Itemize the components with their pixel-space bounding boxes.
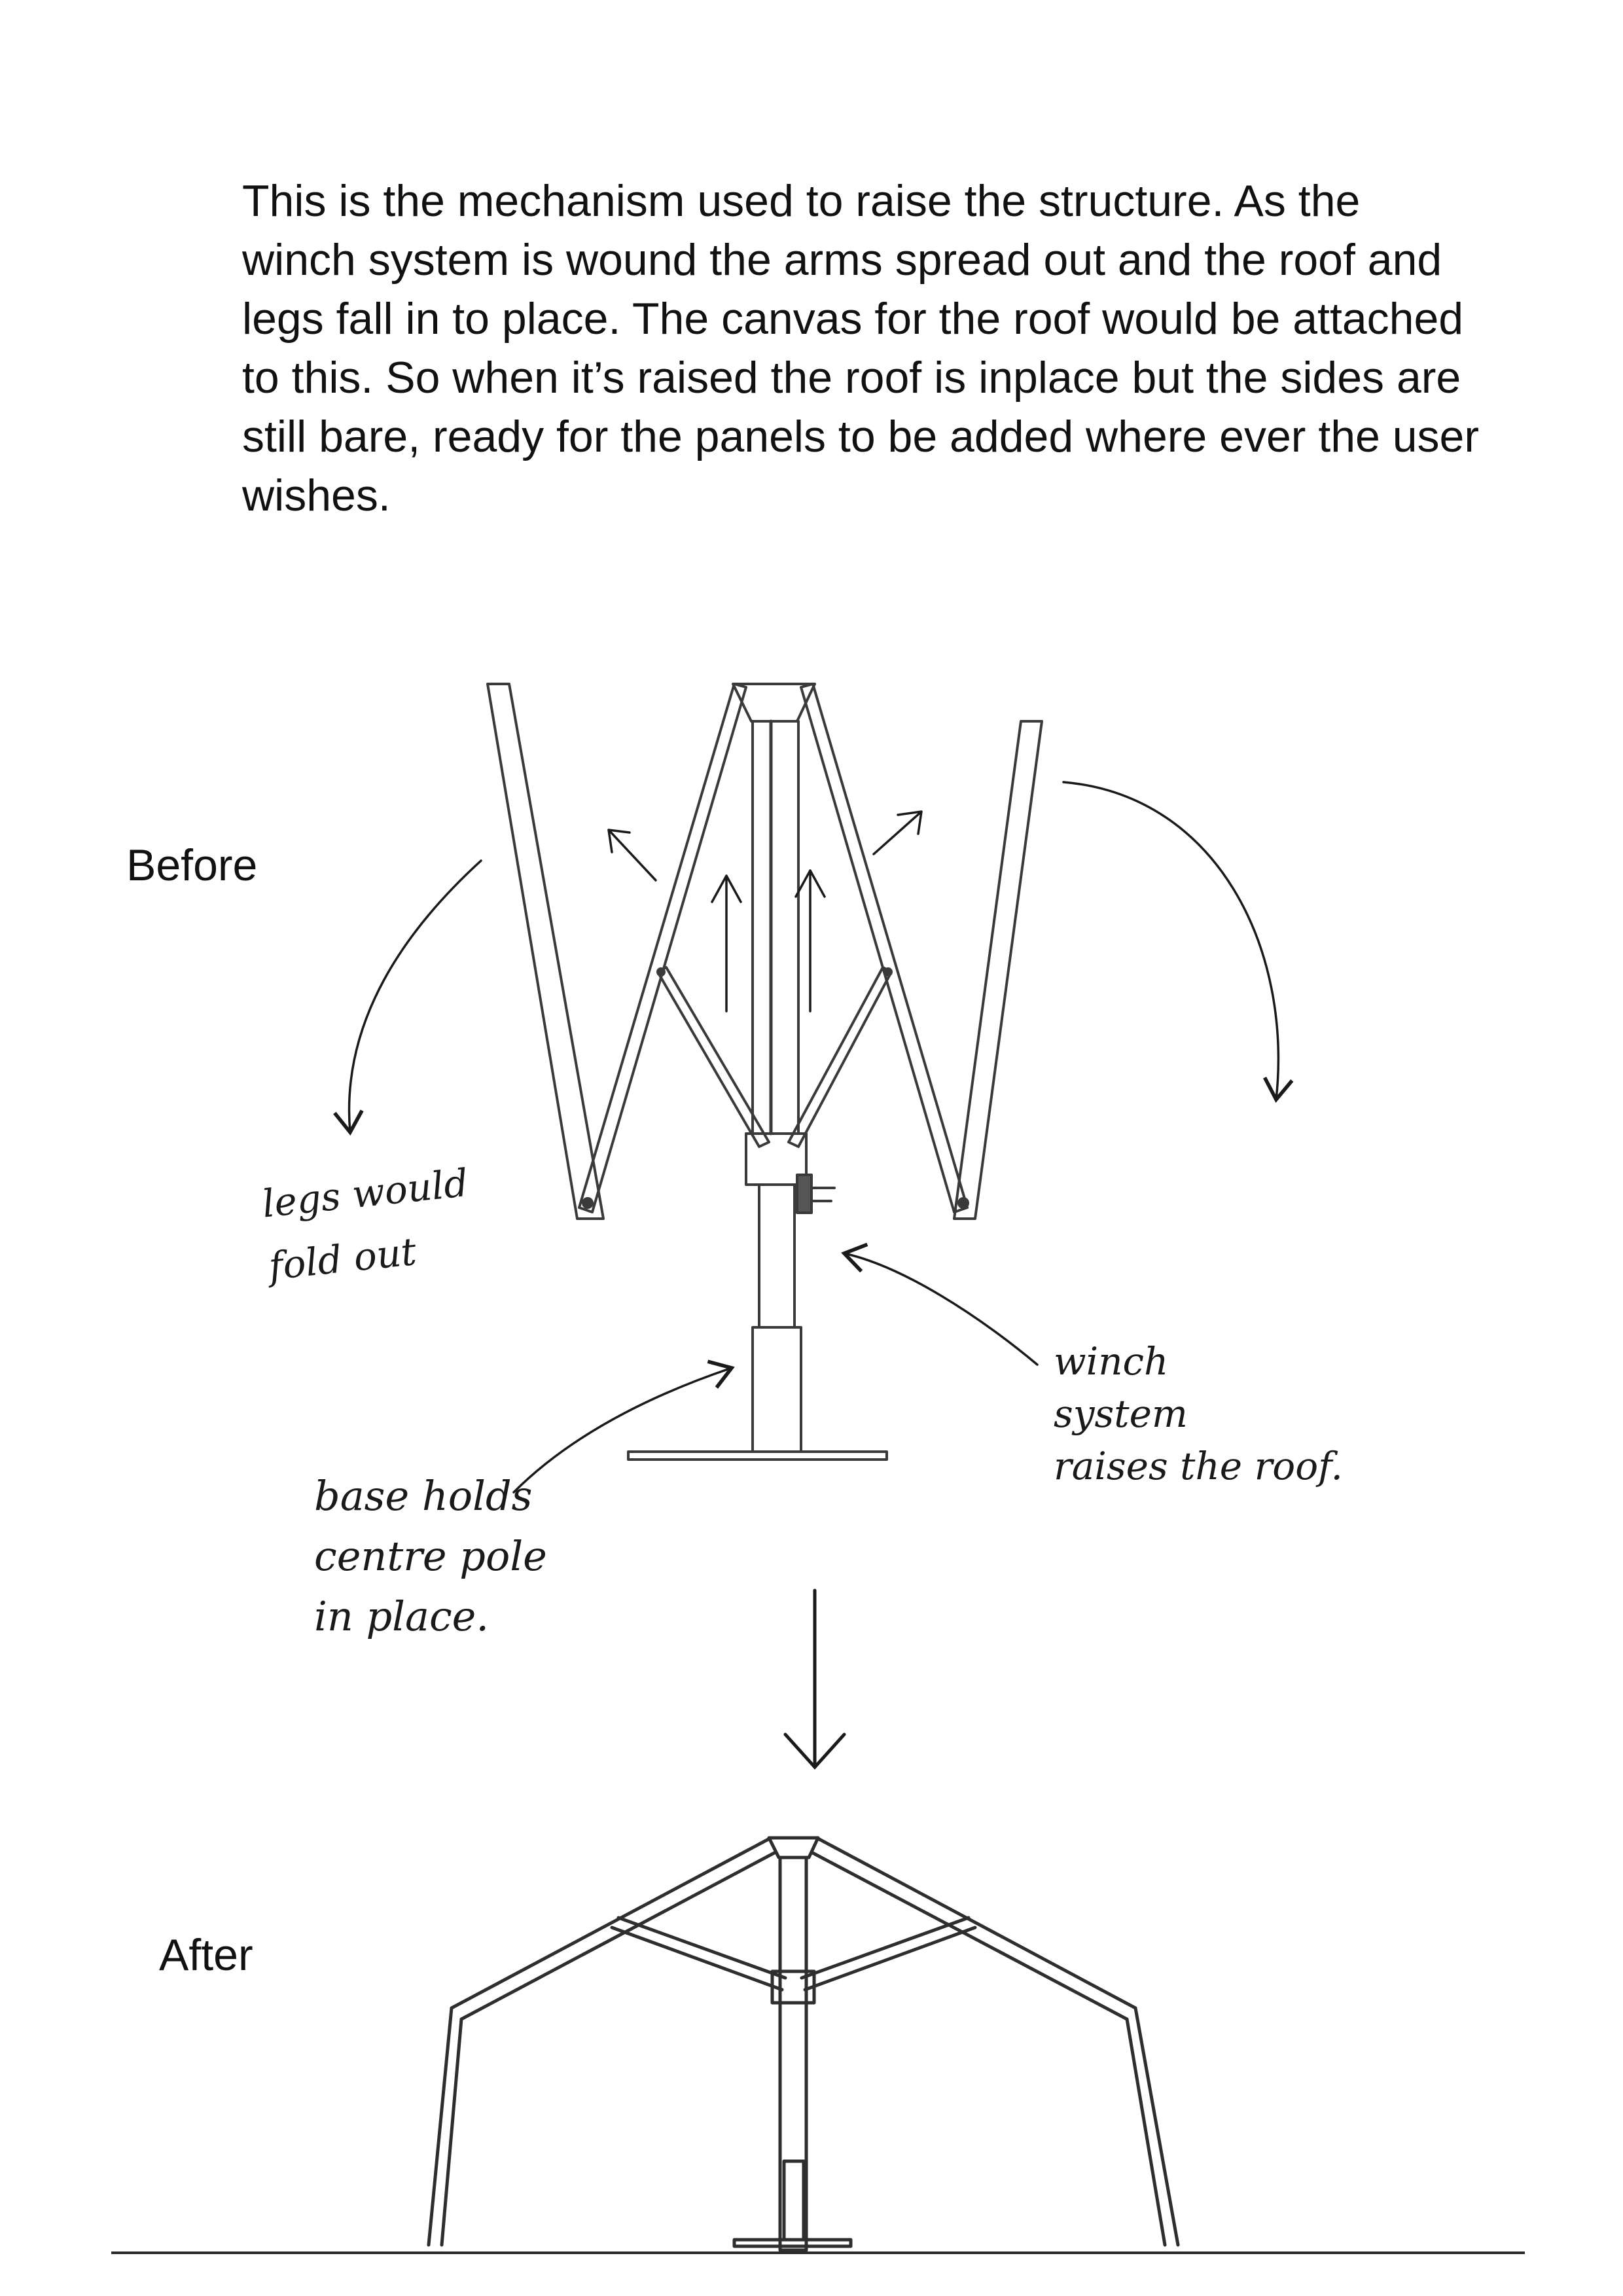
motion-arrows — [607, 810, 923, 1013]
after-label: After — [159, 1930, 253, 1980]
arrow-up-pole-right — [794, 869, 826, 1013]
winch-annotation-line-3: raises the roof. — [1054, 1444, 1343, 1488]
after-strut-right — [800, 1916, 977, 1992]
before-structure — [486, 683, 1043, 1461]
legs-left-arrow — [333, 859, 482, 1136]
after-collar — [770, 1969, 816, 2005]
after-roof-left — [450, 1836, 777, 2021]
after-base-plate — [732, 2238, 853, 2248]
after-structure — [427, 1836, 1180, 2252]
lower-pole — [758, 1183, 796, 1329]
legs-right-arrow — [1062, 781, 1294, 1103]
intro-text: This is the mechanism used to raise the … — [242, 176, 1480, 520]
base-sleeve — [751, 1326, 802, 1453]
winch-annotation-line-1: winch — [1054, 1339, 1169, 1384]
after-roof-right — [810, 1836, 1137, 2021]
right-leg — [953, 720, 1043, 1220]
winch-annotation: winch system raises the roof. — [1054, 1335, 1343, 1492]
after-centre-pole — [778, 1856, 808, 2252]
base-annotation: base holds centre pole in place. — [314, 1466, 547, 1647]
after-strut-left — [610, 1916, 787, 1992]
right-strut — [787, 966, 893, 1148]
transition-arrow — [783, 1588, 846, 1770]
left-roof-arm — [578, 683, 747, 1213]
base-annotation-line-3: in place. — [314, 1592, 490, 1640]
before-label: Before — [126, 840, 258, 890]
arrow-up-left — [607, 829, 657, 882]
arrow-up-pole-left — [711, 874, 742, 1013]
annotation-arrows — [333, 781, 1294, 1494]
winch-handle — [796, 1174, 836, 1214]
winch-annotation-line-2: system — [1054, 1391, 1188, 1436]
right-roof-arm — [800, 683, 969, 1213]
base-annotation-line-2: centre pole — [314, 1532, 547, 1580]
after-leg-left — [427, 2006, 463, 2247]
after-base-sleeve — [782, 2159, 806, 2242]
arrow-up-right — [872, 810, 923, 855]
winch-arrow — [841, 1242, 1039, 1366]
base-arrow — [512, 1359, 735, 1494]
base-plate — [627, 1450, 888, 1461]
after-leg-right — [1125, 2006, 1180, 2247]
base-annotation-line-1: base holds — [314, 1472, 533, 1520]
centre-pole — [751, 720, 800, 1135]
left-leg — [486, 683, 605, 1220]
after-top-cap — [767, 1836, 820, 1859]
